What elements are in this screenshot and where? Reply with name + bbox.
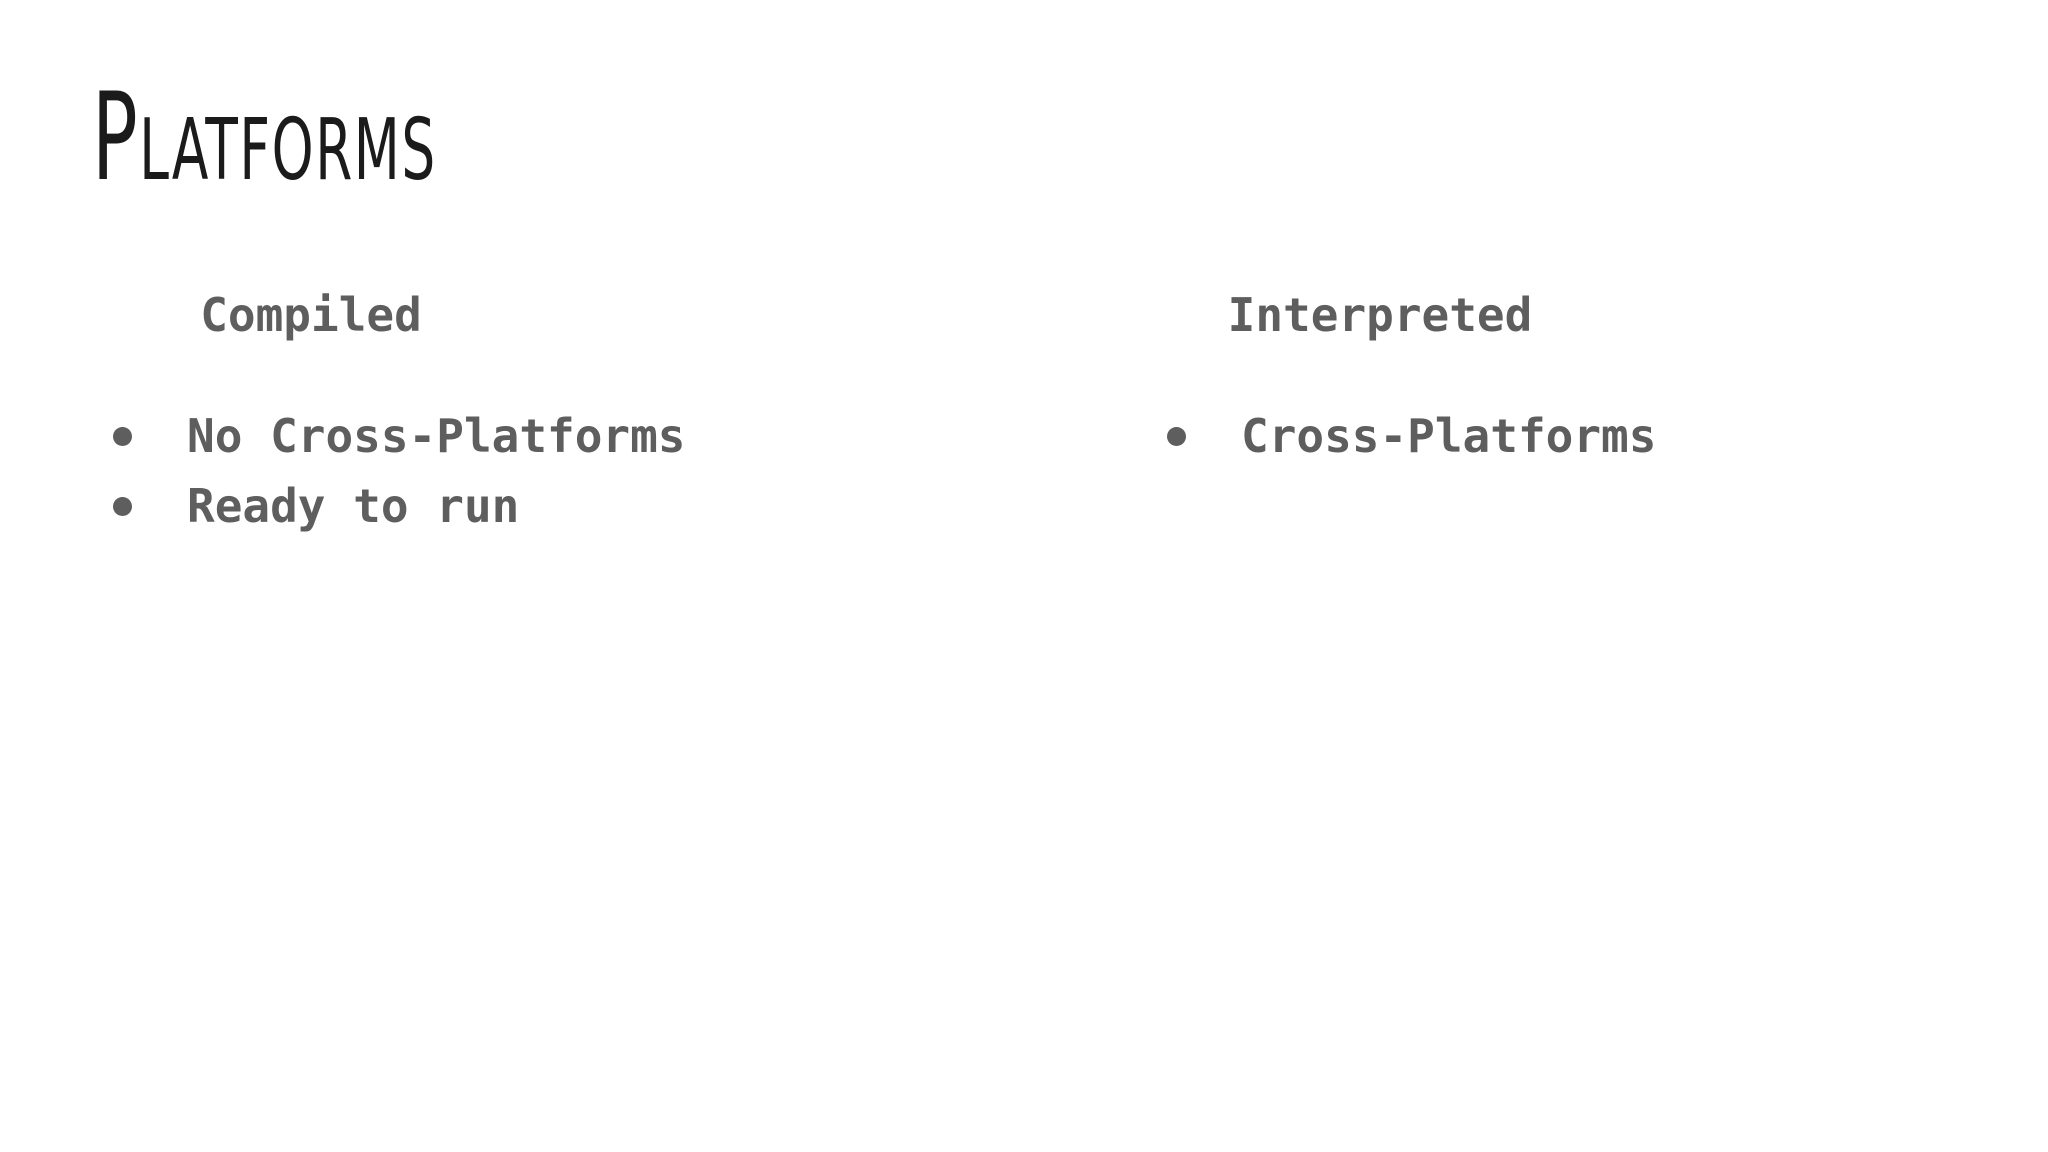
list-item: No Cross-Platforms <box>96 401 956 471</box>
column-heading-compiled: Compiled <box>200 288 422 342</box>
list-item-label: No Cross-Platforms <box>187 409 686 463</box>
bullet-dot-icon <box>113 496 132 516</box>
column-heading-interpreted: Interpreted <box>1227 288 1533 342</box>
list-item-label: Ready to run <box>187 479 520 533</box>
bullet-dot-icon <box>113 426 132 446</box>
list-item-label: Cross-Platforms <box>1241 409 1657 463</box>
list-item: Ready to run <box>96 471 956 541</box>
bullet-list-compiled: No Cross-Platforms Ready to run <box>96 401 956 541</box>
list-item: Cross-Platforms <box>1150 401 2010 471</box>
bullet-dot-icon <box>1167 426 1186 446</box>
page-title: Platforms <box>92 67 437 208</box>
column-interpreted: Interpreted Cross-Platforms <box>1150 292 2010 471</box>
bullet-list-interpreted: Cross-Platforms <box>1150 401 2010 471</box>
column-compiled: Compiled No Cross-Platforms Ready to run <box>96 292 956 541</box>
